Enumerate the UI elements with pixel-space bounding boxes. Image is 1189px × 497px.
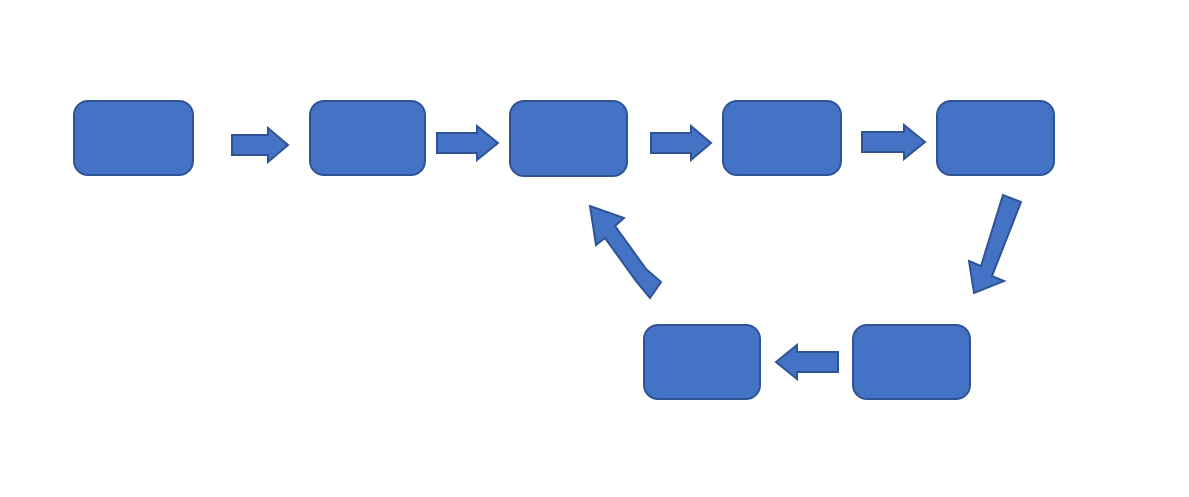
arrow-right-icon-2	[436, 123, 500, 163]
process-box-1[interactable]	[73, 100, 194, 176]
arrow-right-icon-1	[231, 125, 290, 165]
node-group-top	[73, 100, 1055, 177]
process-box-3[interactable]	[509, 100, 628, 177]
arrow-left-icon	[774, 342, 839, 382]
process-box-6[interactable]	[643, 324, 761, 400]
process-box-5[interactable]	[936, 100, 1055, 176]
arrow-right-icon-3	[650, 123, 713, 163]
process-box-2[interactable]	[309, 100, 426, 176]
node-group-bottom	[643, 324, 971, 400]
arrow-right-icon-4	[861, 122, 927, 162]
arrow-diagonal-up-left-icon	[588, 204, 663, 300]
process-box-7[interactable]	[852, 324, 971, 400]
arrow-diagonal-down-left-icon	[967, 193, 1023, 295]
process-box-4[interactable]	[722, 100, 842, 176]
